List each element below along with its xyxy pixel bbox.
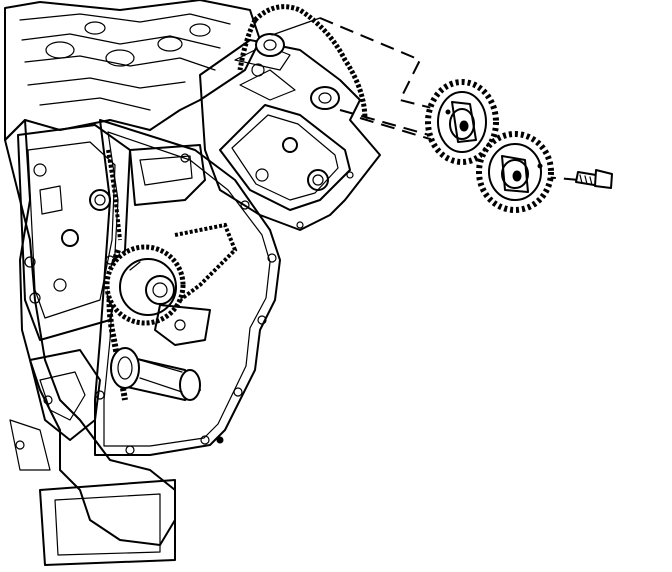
crankshaft-snout xyxy=(110,347,201,401)
right-cylinder-head xyxy=(199,33,381,231)
lower-camshaft-sprocket xyxy=(476,131,554,213)
timing-cover-outline xyxy=(94,119,281,456)
crankshaft-sprocket xyxy=(104,244,211,346)
sprocket-bolt xyxy=(575,169,613,189)
upper-camshaft-sprocket xyxy=(425,79,499,165)
